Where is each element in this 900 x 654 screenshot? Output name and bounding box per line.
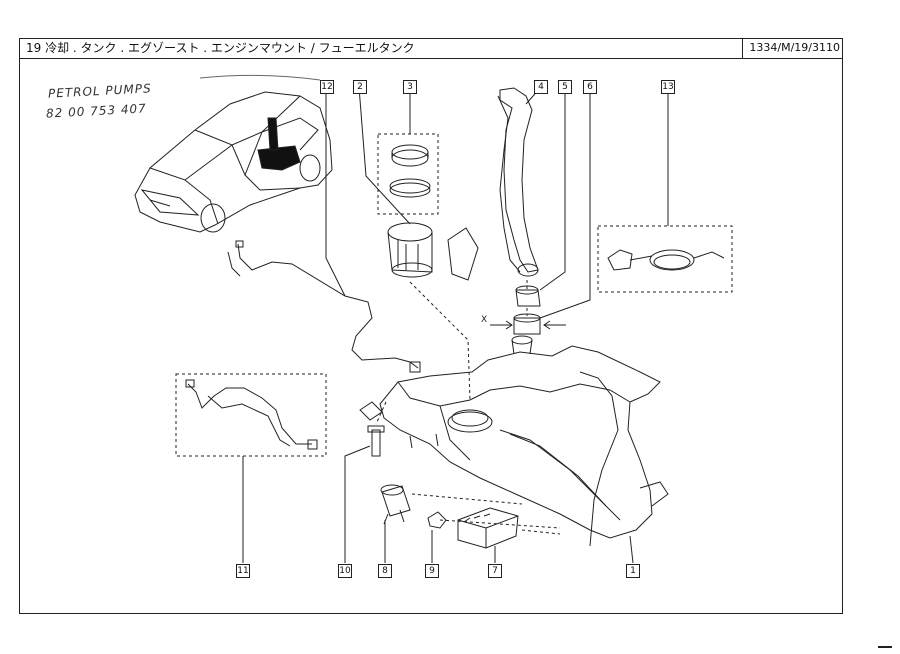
callout-7: 7 <box>488 564 502 578</box>
dashed-leaders <box>375 280 561 535</box>
header-divider <box>742 38 743 58</box>
harness-group-11-box <box>175 373 327 457</box>
clamp-6 <box>513 317 541 335</box>
callout-6: 6 <box>583 80 597 94</box>
locking-ring <box>391 149 429 167</box>
dimension-arrow-left <box>490 320 513 330</box>
fuel-tank-1 <box>359 335 669 547</box>
bolt-10 <box>371 429 381 457</box>
callout-4: 4 <box>534 80 548 94</box>
callout-2: 2 <box>353 80 367 94</box>
callout-11: 11 <box>236 564 250 578</box>
callout-13: 13 <box>661 80 675 94</box>
hose-5 <box>515 289 541 307</box>
fuel-filter-8 <box>380 484 411 525</box>
header-rule <box>19 58 843 59</box>
sensor-group-13-box <box>597 225 733 293</box>
ring-group-3-box <box>377 133 439 215</box>
sensor-connector <box>607 249 633 271</box>
callout-9: 9 <box>425 564 439 578</box>
module-7 <box>457 507 519 549</box>
callout-3: 3 <box>403 80 417 94</box>
drawing-reference: 1334/M/19/3110 <box>749 41 840 54</box>
fuel-pump-2 <box>387 222 479 281</box>
callout-5: 5 <box>558 80 572 94</box>
filler-neck-4 <box>497 87 539 277</box>
car-illustration <box>134 91 333 233</box>
callout-1: 1 <box>626 564 640 578</box>
callout-leaders <box>242 86 669 564</box>
pipe-harness-12 <box>227 240 421 373</box>
corner-mark <box>878 646 892 648</box>
handwritten-underline <box>199 74 321 81</box>
dimension-label: X <box>481 315 487 325</box>
car-tank-highlight <box>257 145 301 171</box>
car-filler-highlight <box>267 117 279 151</box>
dimension-arrow-right <box>543 320 566 330</box>
page-title: 19 冷却 . タンク . エグゾースト . エンジンマウント / フューエルタ… <box>26 41 415 55</box>
drawing-frame <box>19 38 843 614</box>
seal-ring <box>389 182 431 198</box>
callout-8: 8 <box>378 564 392 578</box>
callout-12: 12 <box>320 80 334 94</box>
clip-9 <box>427 511 447 529</box>
callout-10: 10 <box>338 564 352 578</box>
